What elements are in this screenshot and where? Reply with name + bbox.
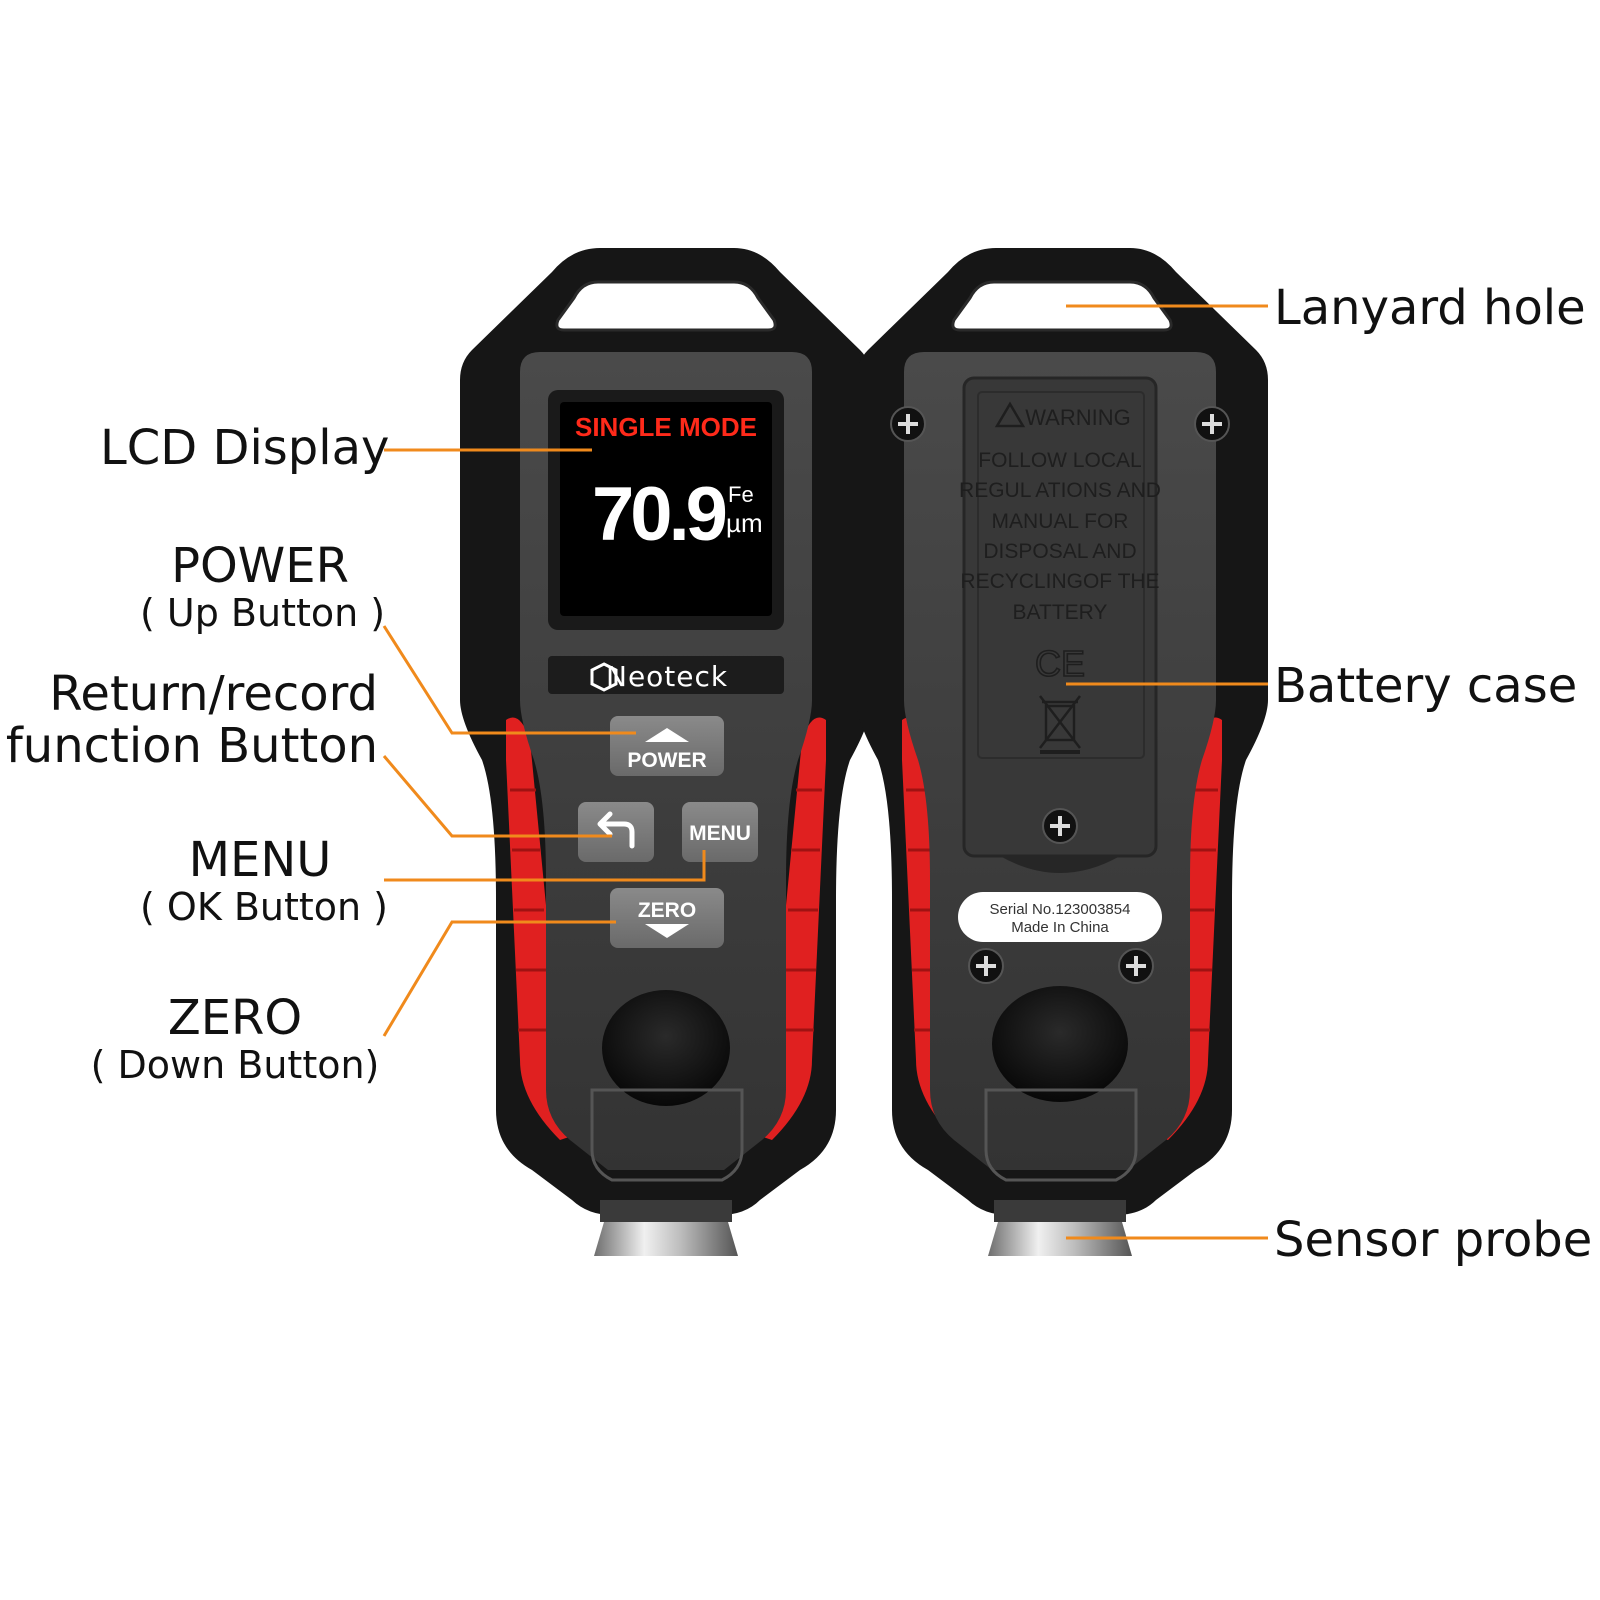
label-lcd-display: LCD Display bbox=[100, 420, 390, 476]
serial-number-text: Serial No.123003854 bbox=[990, 901, 1131, 918]
label-battery-case: Battery case bbox=[1274, 658, 1578, 714]
back-probe bbox=[988, 1222, 1132, 1256]
warning-line: MANUAL FOR bbox=[992, 510, 1129, 533]
down-arrow-icon bbox=[645, 924, 689, 938]
back-sensor-well bbox=[992, 986, 1128, 1102]
back-probe-collar bbox=[994, 1200, 1126, 1222]
callout-lines bbox=[382, 304, 1268, 1240]
label-return-line1: Return/record bbox=[49, 666, 378, 722]
brand-text: Neoteck bbox=[606, 660, 728, 693]
return-arrow-icon bbox=[597, 811, 635, 849]
label-menu-group: MENU ( OK Button ) bbox=[140, 832, 389, 929]
warning-panel bbox=[977, 391, 1145, 759]
zero-button[interactable] bbox=[610, 888, 724, 948]
callout-line-return bbox=[382, 755, 612, 838]
screen-mode-text: SINGLE MODE bbox=[575, 412, 757, 442]
screen-unit-text: µm bbox=[726, 508, 763, 538]
label-power-title: POWER bbox=[171, 538, 349, 594]
screw-icon bbox=[1194, 406, 1230, 442]
front-lanyard-hole bbox=[555, 280, 777, 332]
label-menu-title: MENU bbox=[188, 832, 332, 888]
lcd-screen bbox=[560, 402, 772, 616]
front-probe-collar bbox=[600, 1200, 732, 1222]
made-in-text: Made In China bbox=[1011, 919, 1109, 936]
label-menu-sub: ( OK Button ) bbox=[140, 885, 389, 929]
menu-button-label: MENU bbox=[689, 822, 751, 845]
label-sensor-probe: Sensor probe bbox=[1274, 1212, 1593, 1268]
warning-triangle-icon bbox=[994, 401, 1026, 428]
return-button[interactable] bbox=[578, 802, 654, 862]
label-power-group: POWER ( Up Button ) bbox=[140, 538, 386, 635]
back-grip-ribs bbox=[906, 788, 1218, 1032]
power-button[interactable] bbox=[610, 716, 724, 776]
back-lanyard-hole bbox=[951, 280, 1173, 332]
label-zero-group: ZERO ( Down Button) bbox=[90, 992, 380, 1086]
warning-line: DISPOSAL AND bbox=[983, 540, 1136, 563]
warning-line: REGUL ATIONS AND bbox=[959, 479, 1161, 502]
callout-line-power bbox=[382, 625, 636, 735]
label-power-sub: ( Up Button ) bbox=[140, 591, 386, 635]
back-device bbox=[856, 248, 1268, 1256]
ce-mark: CE bbox=[1035, 643, 1085, 684]
label-zero-sub: ( Down Button) bbox=[90, 1043, 380, 1087]
back-base-outline bbox=[984, 1088, 1138, 1182]
battery-cover-notch bbox=[1000, 856, 1120, 873]
warning-line: RECYCLINGOF THE bbox=[960, 570, 1159, 593]
warning-title-text: WARNING bbox=[1025, 405, 1131, 430]
brand-logo-icon bbox=[590, 662, 618, 692]
zero-button-label: ZERO bbox=[638, 899, 696, 922]
label-zero-title: ZERO bbox=[167, 990, 303, 1046]
front-device bbox=[460, 248, 872, 1256]
screw-icon bbox=[1042, 808, 1078, 844]
front-probe bbox=[594, 1222, 738, 1256]
crossed-bin-icon bbox=[1039, 695, 1081, 754]
label-return-group: Return/record function Button bbox=[0, 668, 378, 772]
label-lanyard-hole: Lanyard hole bbox=[1274, 280, 1586, 336]
front-sensor-well bbox=[602, 990, 730, 1106]
serial-label bbox=[958, 892, 1162, 942]
warning-line: BATTERY bbox=[1013, 601, 1108, 624]
screw-icon bbox=[968, 948, 1004, 984]
warning-line: FOLLOW LOCAL bbox=[978, 449, 1141, 472]
screw-icon bbox=[1118, 948, 1154, 984]
menu-button[interactable] bbox=[682, 802, 758, 862]
screen-material-text: Fe bbox=[728, 482, 754, 507]
callout-line-menu bbox=[384, 850, 706, 882]
label-return-line2: function Button bbox=[5, 718, 378, 774]
power-button-label: POWER bbox=[627, 749, 706, 772]
front-base-outline bbox=[590, 1088, 744, 1182]
screw-icon bbox=[890, 406, 926, 442]
up-arrow-icon bbox=[645, 728, 689, 742]
callout-line-zero bbox=[382, 920, 616, 1037]
screen-reading-text: 70.9 bbox=[592, 472, 726, 557]
